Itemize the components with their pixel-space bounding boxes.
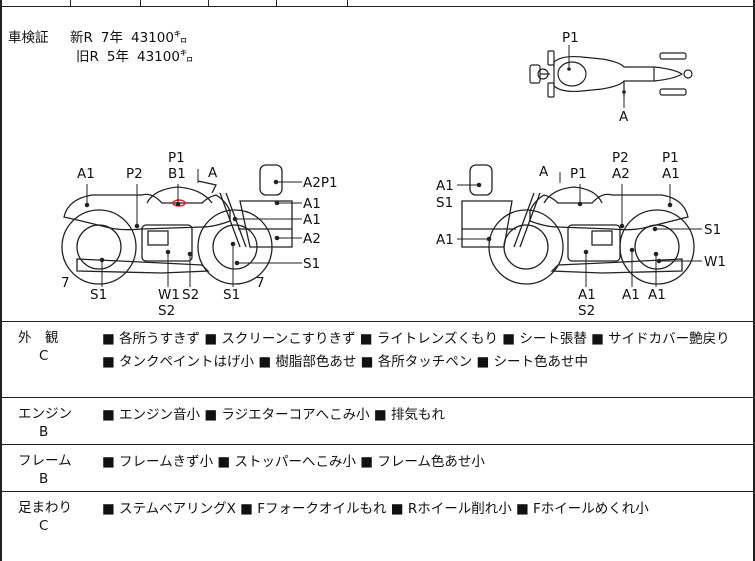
right-view-motorcycle (461, 164, 695, 285)
section-grade: C (39, 348, 49, 364)
registration-label: 車検証 (8, 30, 49, 46)
label-left: S2 (182, 287, 199, 303)
section-notes: ■ エンジン音小 ■ ラジエターコアへこみ小 ■ 排気もれ (102, 407, 445, 423)
label-right: S1 (704, 222, 721, 238)
section-grade: B (39, 471, 49, 487)
reg-year: 7年 (100, 30, 123, 46)
label-left: A (208, 165, 218, 181)
label-left: B1 (168, 166, 186, 182)
label-right: A1 (436, 232, 454, 248)
section-frame: フレーム B ■ フレームきず小 ■ ストッパーへこみ小 ■ フレーム色あせ小 (2, 444, 753, 491)
left-view-motorcycle (61, 164, 293, 285)
label-right: A2 (612, 166, 630, 182)
label-left: A2 (303, 231, 321, 247)
label-right: S2 (578, 303, 595, 319)
reg-year: 5年 (106, 49, 129, 65)
section-grade: B (39, 424, 49, 440)
reg-mileage: 43100㌔ (130, 30, 188, 46)
label-left: A1 (303, 212, 321, 228)
section-suspension: 足まわり C ■ ステムベアリングX ■ Fフォークオイルもれ ■ Rホイール削… (2, 491, 753, 561)
label-right: P1 (662, 150, 679, 166)
label-top-a: A (619, 109, 629, 125)
section-exterior: 外 観 C ■ 各所うすきず ■ スクリーンこすりきず ■ ライトレンズくもり … (2, 321, 753, 397)
section-notes: ■ ステムベアリングX ■ Fフォークオイルもれ ■ Rホイール削れ小 ■ Fホ… (102, 501, 649, 517)
label-left: S2 (158, 303, 175, 319)
section-engine: エンジン B ■ エンジン音小 ■ ラジエターコアへこみ小 ■ 排気もれ (2, 397, 753, 444)
label-left: A1 (303, 196, 321, 212)
label-left: 7 (256, 275, 265, 291)
label-left: P1 (168, 150, 185, 166)
label-left: S1 (90, 287, 107, 303)
label-right: A1 (436, 178, 454, 194)
section-grade: C (39, 518, 49, 534)
label-right: A1 (622, 287, 640, 303)
label-left: A1 (77, 166, 95, 182)
label-left: A2P1 (303, 175, 338, 191)
label-right: A1 (578, 287, 596, 303)
reg-mileage: 43100㌔ (136, 49, 194, 65)
label-right: P1 (570, 166, 587, 182)
section-title: 足まわり (18, 500, 72, 516)
top-view-motorcycle (529, 50, 693, 98)
top-table-edge (2, 0, 753, 7)
reg-era: 旧R (76, 49, 99, 65)
label-right: P2 (612, 150, 629, 166)
label-left: W1 (158, 287, 180, 303)
label-left: S1 (223, 287, 240, 303)
motorcycle-diagrams: P1 A (61, 30, 726, 319)
label-left: P2 (126, 166, 143, 182)
section-title: フレーム (18, 453, 72, 469)
label-right: W1 (704, 254, 726, 270)
section-title: 外 観 (18, 330, 59, 346)
label-left: 7 (61, 275, 70, 291)
label-right: A1 (648, 287, 666, 303)
section-title: エンジン (18, 406, 72, 422)
label-right: A1 (662, 166, 680, 182)
label-right: A (539, 164, 549, 180)
section-notes: ■ フレームきず小 ■ ストッパーへこみ小 ■ フレーム色あせ小 (102, 454, 485, 470)
reg-era: 新R (70, 30, 93, 46)
label-right: S1 (436, 195, 453, 211)
section-notes: ■ 各所うすきず ■ スクリーンこすりきず ■ ライトレンズくもり ■ シート張… (102, 331, 730, 370)
label-left: S1 (303, 256, 320, 272)
label-top-p1: P1 (562, 30, 579, 46)
